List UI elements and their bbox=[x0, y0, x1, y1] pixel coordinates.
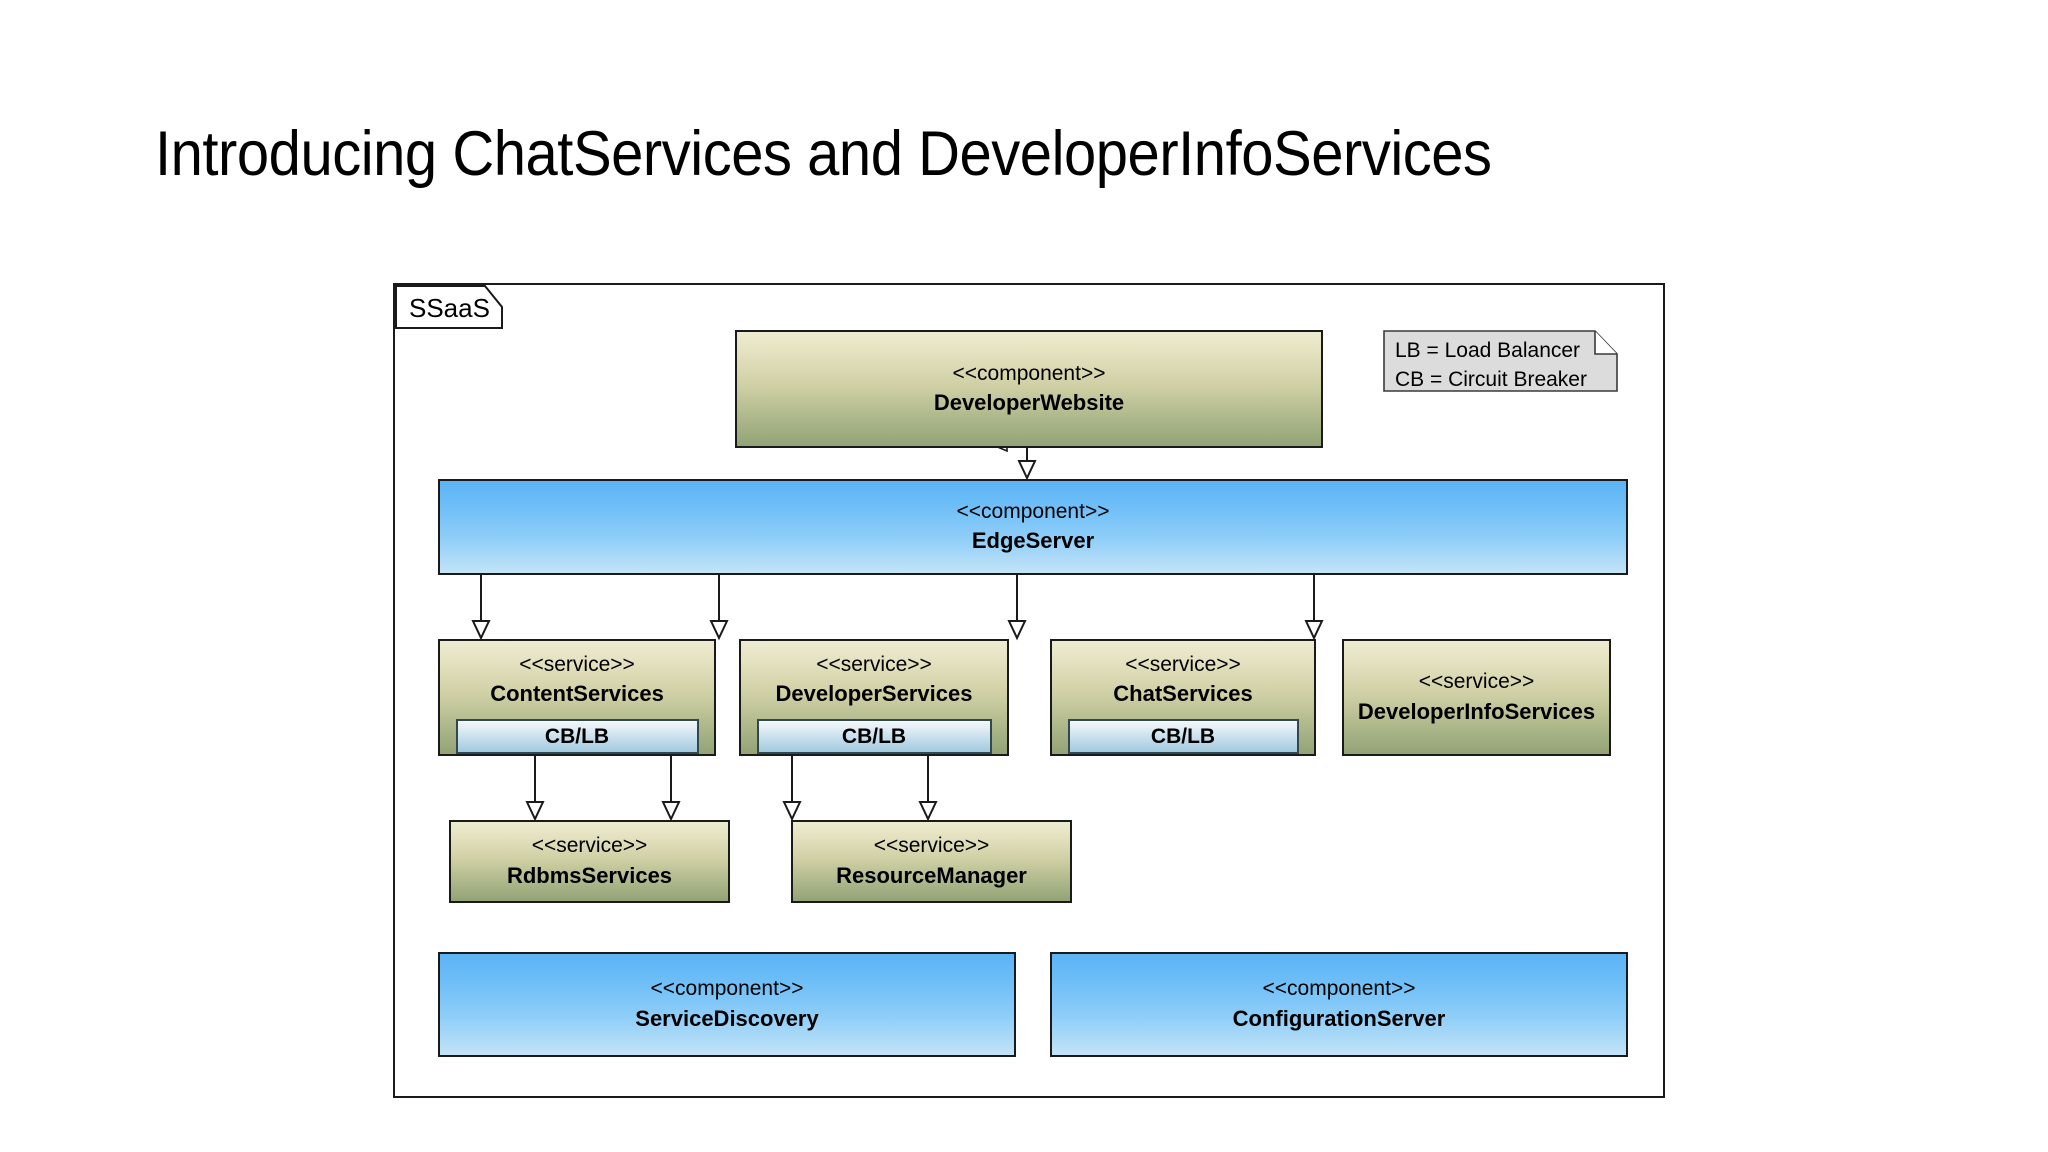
node-name: ContentServices bbox=[490, 681, 664, 707]
node-developer-info-services[interactable]: <<service>> DeveloperInfoServices bbox=[1342, 639, 1611, 756]
node-name: DeveloperWebsite bbox=[933, 390, 1125, 416]
node-stereotype: <<service>> bbox=[531, 834, 648, 858]
node-stereotype: <<component>> bbox=[956, 499, 1110, 523]
node-resource-manager[interactable]: <<service>> ResourceManager bbox=[791, 820, 1072, 903]
node-name: DeveloperInfoServices bbox=[1357, 698, 1596, 724]
page-title: Introducing ChatServices and DeveloperIn… bbox=[155, 119, 1492, 189]
node-stereotype: <<service>> bbox=[1125, 653, 1241, 676]
frame-label: SSaaS bbox=[409, 293, 490, 323]
node-name: ConfigurationServer bbox=[1232, 1005, 1446, 1031]
node-name: ChatServices bbox=[1113, 681, 1253, 707]
node-name: DeveloperServices bbox=[775, 681, 973, 707]
node-name: ServiceDiscovery bbox=[635, 1005, 819, 1031]
node-stereotype: <<component>> bbox=[952, 361, 1106, 385]
node-name: EdgeServer bbox=[971, 528, 1095, 554]
node-stereotype: <<service>> bbox=[873, 834, 990, 858]
node-name: ResourceManager bbox=[836, 862, 1027, 888]
legend-note: LB = Load Balancer CB = Circuit Breaker bbox=[1383, 330, 1618, 392]
node-content-services[interactable]: <<service>> ContentServices CB/LB bbox=[438, 639, 716, 756]
ssaas-frame: SSaaS bbox=[393, 283, 1665, 1098]
legend-line-cb: CB = Circuit Breaker bbox=[1395, 367, 1587, 391]
node-stereotype: <<service>> bbox=[816, 653, 932, 676]
inner-part-label: CB/LB bbox=[841, 724, 907, 748]
node-chat-services[interactable]: <<service>> ChatServices CB/LB bbox=[1050, 639, 1316, 756]
inner-part-cb-lb[interactable]: CB/LB bbox=[1067, 719, 1299, 754]
node-configuration-server[interactable]: <<component>> ConfigurationServer bbox=[1050, 952, 1628, 1057]
node-stereotype: <<component>> bbox=[650, 977, 804, 1001]
inner-part-cb-lb[interactable]: CB/LB bbox=[756, 719, 992, 754]
node-stereotype: <<service>> bbox=[1418, 670, 1535, 694]
node-developer-services[interactable]: <<service>> DeveloperServices CB/LB bbox=[739, 639, 1009, 756]
legend-line-lb: LB = Load Balancer bbox=[1395, 339, 1581, 362]
node-name: RdbmsServices bbox=[506, 862, 673, 888]
frame-tab-shape: SSaaS bbox=[395, 285, 503, 329]
node-service-discovery[interactable]: <<component>> ServiceDiscovery bbox=[438, 952, 1016, 1057]
node-rdbms-services[interactable]: <<service>> RdbmsServices bbox=[449, 820, 730, 903]
node-stereotype: <<service>> bbox=[519, 653, 635, 676]
note-shape bbox=[1383, 330, 1618, 392]
inner-part-cb-lb[interactable]: CB/LB bbox=[455, 719, 699, 754]
inner-part-label: CB/LB bbox=[544, 724, 610, 748]
inner-part-label: CB/LB bbox=[1150, 724, 1216, 748]
node-stereotype: <<component>> bbox=[1262, 977, 1416, 1001]
node-edge-server[interactable]: <<component>> EdgeServer bbox=[438, 479, 1628, 575]
node-developer-website[interactable]: <<component>> DeveloperWebsite bbox=[735, 330, 1323, 448]
